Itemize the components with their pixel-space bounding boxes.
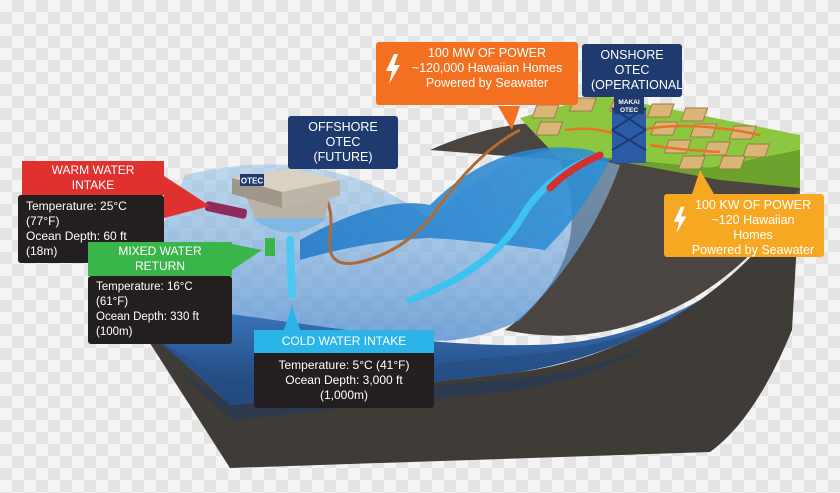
- mixed-water-return-callout: MIXED WATER RETURN Temperature: 16°C (61…: [88, 242, 232, 344]
- lightning-icon: [386, 54, 400, 84]
- warm-water-intake-title: WARM WATER INTAKE: [22, 161, 164, 195]
- lightning-icon: [673, 206, 687, 234]
- cold-temperature: Temperature: 5°C (41°F): [278, 358, 410, 372]
- platform-label: OTEC: [241, 177, 263, 186]
- warm-intake-pipe: [204, 201, 248, 219]
- warm-water-layer: [300, 147, 610, 260]
- power-100kw-source: Powered by Seawater: [691, 243, 815, 257]
- power-100mw-title: 100 MW OF POWER: [427, 46, 547, 60]
- warm-callout-pointer: [164, 176, 210, 218]
- warm-temperature: Temperature: 25°C (77°F): [26, 199, 127, 228]
- onshore-otec-label: ONSHORE OTEC (OPERATIONAL): [582, 44, 688, 97]
- onshore-otec-status: (OPERATIONAL): [591, 78, 688, 92]
- offshore-otec-label: OFFSHORE OTEC (FUTURE): [288, 116, 398, 169]
- power-100mw-homes: ~120,000 Hawaiian Homes: [411, 61, 563, 75]
- mixed-callout-pointer: [232, 244, 262, 270]
- offshore-otec-status: (FUTURE): [313, 150, 373, 164]
- cold-depth: Ocean Depth: 3,000 ft (1,000m): [285, 373, 403, 402]
- cold-water-intake-callout: COLD WATER INTAKE Temperature: 5°C (41°F…: [254, 330, 434, 408]
- mixed-depth: Ocean Depth: 330 ft (100m): [96, 311, 199, 338]
- mixed-temperature: Temperature: 16°C (61°F): [96, 281, 193, 308]
- offshore-platform: OTEC: [232, 168, 340, 233]
- cold-water-intake-title: COLD WATER INTAKE: [254, 330, 434, 353]
- offshore-cold-pipe: [286, 236, 296, 299]
- warm-depth: Ocean Depth: 60 ft (18m): [26, 229, 127, 258]
- cold-callout-pointer: [284, 305, 300, 330]
- onshore-otec-tower: MAKAI OTEC: [611, 96, 647, 163]
- power-100mw-source: Powered by Seawater: [425, 76, 549, 90]
- mixed-return-pipe: [265, 238, 275, 256]
- power-100mw-callout: 100 MW OF POWER ~120,000 Hawaiian Homes …: [376, 42, 578, 105]
- onshore-warm-pipe: [546, 151, 604, 192]
- power-100kw-homes: ~120 Hawaiian Homes: [711, 213, 795, 242]
- power-100kw-title: 100 KW OF POWER: [695, 198, 811, 212]
- tower-label-1: MAKAI: [618, 99, 639, 106]
- tower-label-2: OTEC: [620, 107, 638, 114]
- offshore-otec-title: OFFSHORE OTEC: [308, 120, 378, 149]
- power-big-pointer: [498, 106, 520, 130]
- power-small-pointer: [692, 170, 714, 194]
- mixed-water-return-title: MIXED WATER RETURN: [88, 242, 232, 276]
- offshore-power-cable: [314, 128, 521, 265]
- power-100kw-callout: 100 KW OF POWER ~120 Hawaiian Homes Powe…: [664, 194, 824, 257]
- onshore-otec-title: ONSHORE OTEC: [600, 48, 664, 77]
